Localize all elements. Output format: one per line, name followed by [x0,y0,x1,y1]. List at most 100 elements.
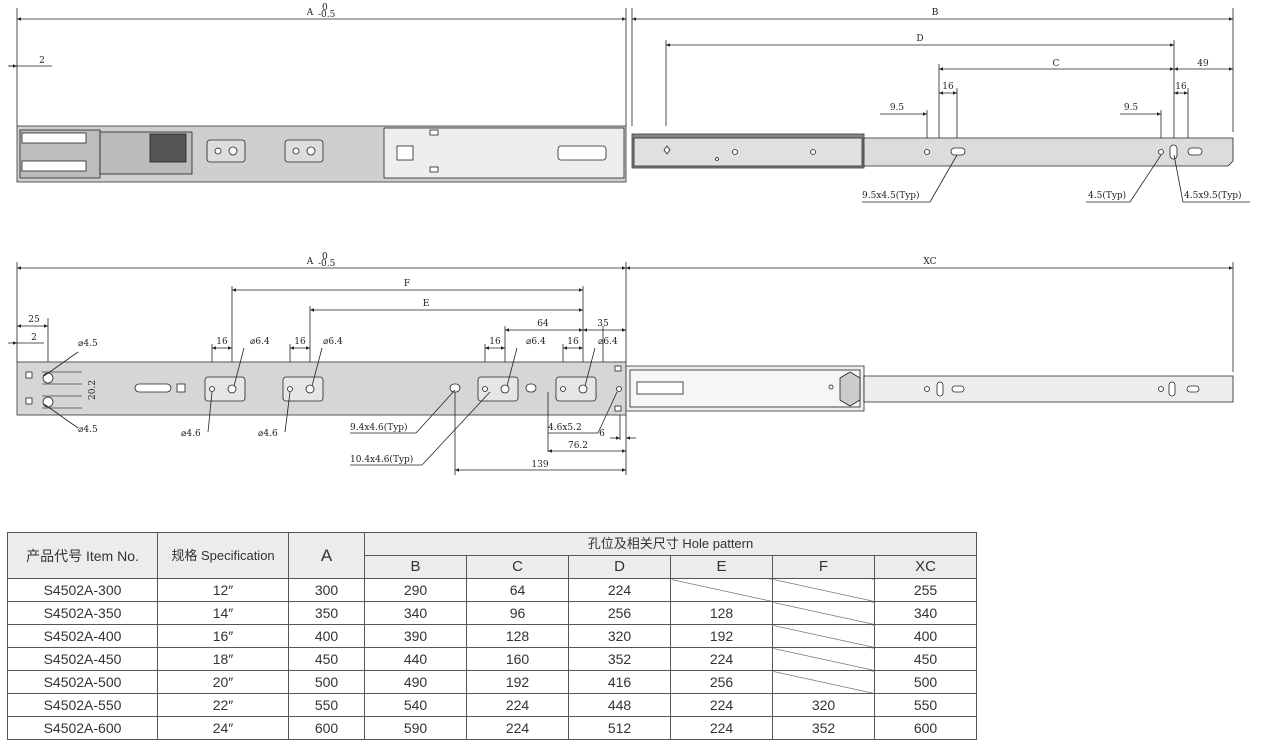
dim-9-5b-label: 9.5 [1124,103,1139,113]
dia-4-5-bot-label: ⌀4.5 [78,425,98,435]
col-a: A [288,532,365,579]
cell-spec: 12″ [157,578,289,602]
dim-64-label: 64 [537,319,549,329]
dim-20-2-label: 20.2 [88,380,98,400]
cell-item: S4502A-550 [7,693,158,717]
cell-e: 224 [670,716,773,740]
cell-spec: 22″ [157,693,289,717]
cell-a: 300 [288,578,365,602]
cell-e [670,578,773,602]
dim-a-label: A [306,8,314,18]
dim-d-label: D [916,34,923,44]
cell-e: 224 [670,647,773,671]
col-c: C [466,555,569,579]
cell-spec: 16″ [157,624,289,648]
col-spec: 规格 Specification [157,532,289,579]
dim-b-label: B [932,8,939,18]
dim-76-2-label: 76.2 [568,441,588,451]
dim-a-tol-upper: 0 [322,3,328,13]
cell-xc: 450 [874,647,977,671]
note-slot-4-5x9-5: 4.5x9.5(Typ) [1184,190,1242,201]
cell-f [772,578,875,602]
cell-item: S4502A-450 [7,647,158,671]
cell-c: 160 [466,647,569,671]
cell-xc: 600 [874,716,977,740]
dim-16b-side-label: 16 [294,337,306,347]
cell-xc: 500 [874,670,977,694]
note-9-4x4-6: 9.4x4.6(Typ) [350,422,408,433]
cell-a: 550 [288,693,365,717]
cell-c: 96 [466,601,569,625]
dim-xc-label: XC [923,257,936,267]
dim-25-label: 25 [28,315,40,325]
dia-6-4c-label: ⌀6.4 [526,337,546,347]
cell-a: 350 [288,601,365,625]
col-b: B [364,555,467,579]
cell-e: 192 [670,624,773,648]
cell-e: 128 [670,601,773,625]
dim-6-label: 6 [599,429,605,439]
col-f: F [772,555,875,579]
dim-f-label: F [404,279,410,289]
side-dim-a-tol-lower: -0.5 [318,259,336,269]
cell-c: 224 [466,716,569,740]
col-d: D [568,555,671,579]
note-hole-4-5: 4.5(Typ) [1088,190,1126,201]
dim-139-label: 139 [531,460,548,470]
cell-f [772,670,875,694]
cell-e: 224 [670,693,773,717]
side-view-labels: A 0 -0.5 XC F E 64 35 25 2 16 16 16 16 ⌀… [28,252,936,470]
cell-b: 290 [364,578,467,602]
dia-6-4d-label: ⌀6.4 [598,337,618,347]
col-item-no: 产品代号 Item No. [7,532,158,579]
cell-a: 600 [288,716,365,740]
cell-d: 320 [568,624,671,648]
cell-spec: 14″ [157,601,289,625]
cell-xc: 400 [874,624,977,648]
cell-a: 500 [288,670,365,694]
cell-b: 490 [364,670,467,694]
cell-d: 352 [568,647,671,671]
cell-c: 128 [466,624,569,648]
cell-f [772,624,875,648]
dim-35-label: 35 [597,319,609,329]
cell-b: 390 [364,624,467,648]
note-slot-9-5x4-5: 9.5x4.5(Typ) [862,190,920,201]
cell-d: 416 [568,670,671,694]
top-view [8,8,1250,203]
cell-d: 256 [568,601,671,625]
cell-f: 352 [772,716,875,740]
side-view [8,262,1234,475]
cell-item: S4502A-500 [7,670,158,694]
dim-c-label: C [1053,59,1060,69]
dim-16c-side-label: 16 [489,337,501,347]
cell-spec: 18″ [157,647,289,671]
dim-16a-label: 16 [942,82,954,92]
cell-c: 64 [466,578,569,602]
cell-f [772,647,875,671]
dim-49-label: 49 [1197,59,1209,69]
cell-d: 448 [568,693,671,717]
cell-b: 590 [364,716,467,740]
cell-b: 340 [364,601,467,625]
cell-c: 224 [466,693,569,717]
col-e: E [670,555,773,579]
dia-4-6a-label: ⌀4.6 [181,429,201,439]
cell-f: 320 [772,693,875,717]
cell-b: 440 [364,647,467,671]
dim-e-label: E [423,299,430,309]
cell-item: S4502A-400 [7,624,158,648]
top-view-labels: A 0 -0.5 B D C 49 16 16 9.5 9.5 2 9.5x4.… [39,3,1241,201]
cell-a: 450 [288,647,365,671]
cell-xc: 550 [874,693,977,717]
dia-6-4a-label: ⌀6.4 [250,337,270,347]
note-4-6x5-2: 4.6x5.2 [548,423,582,433]
dim-2-label: 2 [39,56,45,66]
